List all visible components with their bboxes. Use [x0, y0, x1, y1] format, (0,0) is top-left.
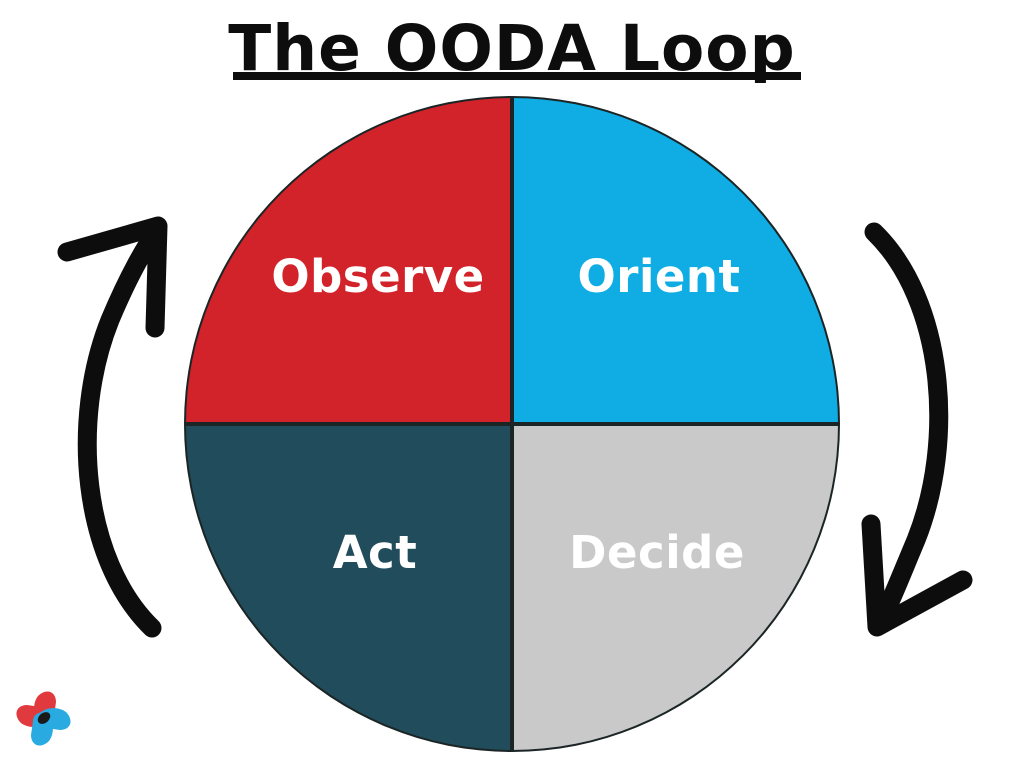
quadrant-orient[interactable]	[512, 98, 838, 424]
quadrant-label-observe: Observe	[271, 250, 484, 303]
quadrant-label-orient: Orient	[578, 250, 741, 303]
right-arrow-head	[861, 514, 973, 637]
page-title-group: The OODA Loop	[228, 12, 801, 85]
wheel-group: Observe Orient Decide Act	[184, 96, 840, 752]
right-arc-arrow	[861, 222, 973, 637]
quadrant-label-act: Act	[333, 526, 418, 579]
left-arc-arrow	[57, 216, 168, 638]
pinwheel-hub	[37, 712, 51, 724]
left-arrow-shaft	[77, 222, 166, 638]
quadrant-observe[interactable]	[186, 98, 512, 424]
quadrant-label-decide: Decide	[569, 526, 745, 579]
pinwheel-logo	[16, 691, 71, 746]
quadrant-decide[interactable]	[512, 424, 838, 750]
left-arrow-head	[57, 216, 168, 338]
quadrant-act[interactable]	[186, 424, 512, 750]
right-arrow-shaft	[864, 222, 949, 632]
page-title-underline	[233, 72, 801, 80]
